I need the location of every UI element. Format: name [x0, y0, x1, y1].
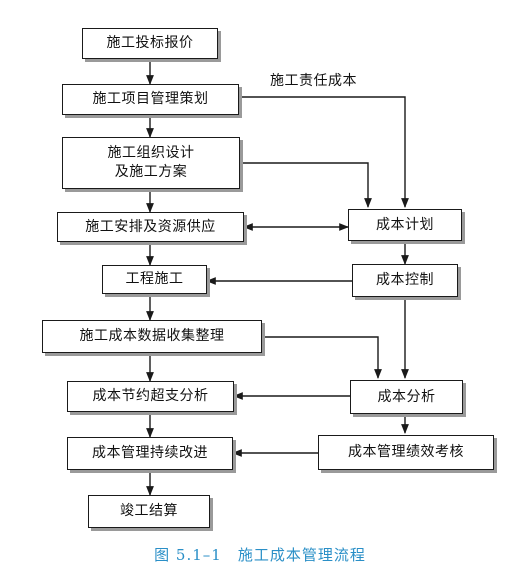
node-saving-overrun: 成本节约超支分析	[67, 381, 234, 412]
node-continuous-improvement-label: 成本管理持续改进	[92, 445, 208, 461]
node-cost-control-label: 成本控制	[376, 272, 434, 288]
node-final-settlement: 竣工结算	[88, 495, 210, 528]
node-org-design: 施工组织设计 及施工方案	[62, 137, 240, 189]
arrow-planning-to-costplan	[239, 96, 409, 208]
node-cost-analysis-label: 成本分析	[377, 388, 436, 405]
label-responsibility-cost: 施工责任成本	[270, 73, 357, 89]
figure-title: 施工成本管理流程	[237, 546, 366, 564]
node-saving-overrun-label: 成本节约超支分析	[92, 388, 209, 404]
figure-caption: 图 5.1–1 施工成本管理流程	[0, 544, 520, 565]
node-cost-control: 成本控制	[352, 264, 458, 297]
node-arrangement-supply-label: 施工安排及资源供应	[85, 218, 216, 235]
node-bid-quote: 施工投标报价	[82, 28, 218, 59]
node-performance-assessment: 成本管理绩效考核	[318, 435, 494, 470]
node-org-design-label-line1: 施工组织设计	[107, 145, 195, 161]
node-data-collection: 施工成本数据收集整理	[42, 320, 262, 353]
node-org-design-label-line2: 及施工方案	[114, 164, 188, 180]
node-cost-analysis: 成本分析	[350, 380, 463, 414]
arrow-datacollection-to-analysis	[262, 336, 382, 379]
node-performance-assessment-label: 成本管理绩效考核	[348, 444, 464, 460]
node-arrangement-supply: 施工安排及资源供应	[57, 212, 244, 242]
node-cost-plan-label: 成本计划	[376, 216, 434, 233]
node-construction: 工程施工	[102, 265, 207, 294]
arrow-orgdesign-to-costplan	[240, 162, 372, 208]
node-data-collection-label: 施工成本数据收集整理	[79, 328, 225, 344]
node-bid-quote-label: 施工投标报价	[106, 35, 194, 51]
node-final-settlement-label: 竣工结算	[120, 503, 178, 519]
node-cost-plan: 成本计划	[348, 209, 462, 241]
node-project-planning-label: 施工项目管理策划	[92, 91, 209, 107]
figure-number: 图 5.1–1	[154, 546, 222, 564]
node-construction-label: 工程施工	[125, 271, 184, 287]
node-continuous-improvement: 成本管理持续改进	[67, 437, 233, 470]
node-project-planning: 施工项目管理策划	[62, 84, 239, 115]
